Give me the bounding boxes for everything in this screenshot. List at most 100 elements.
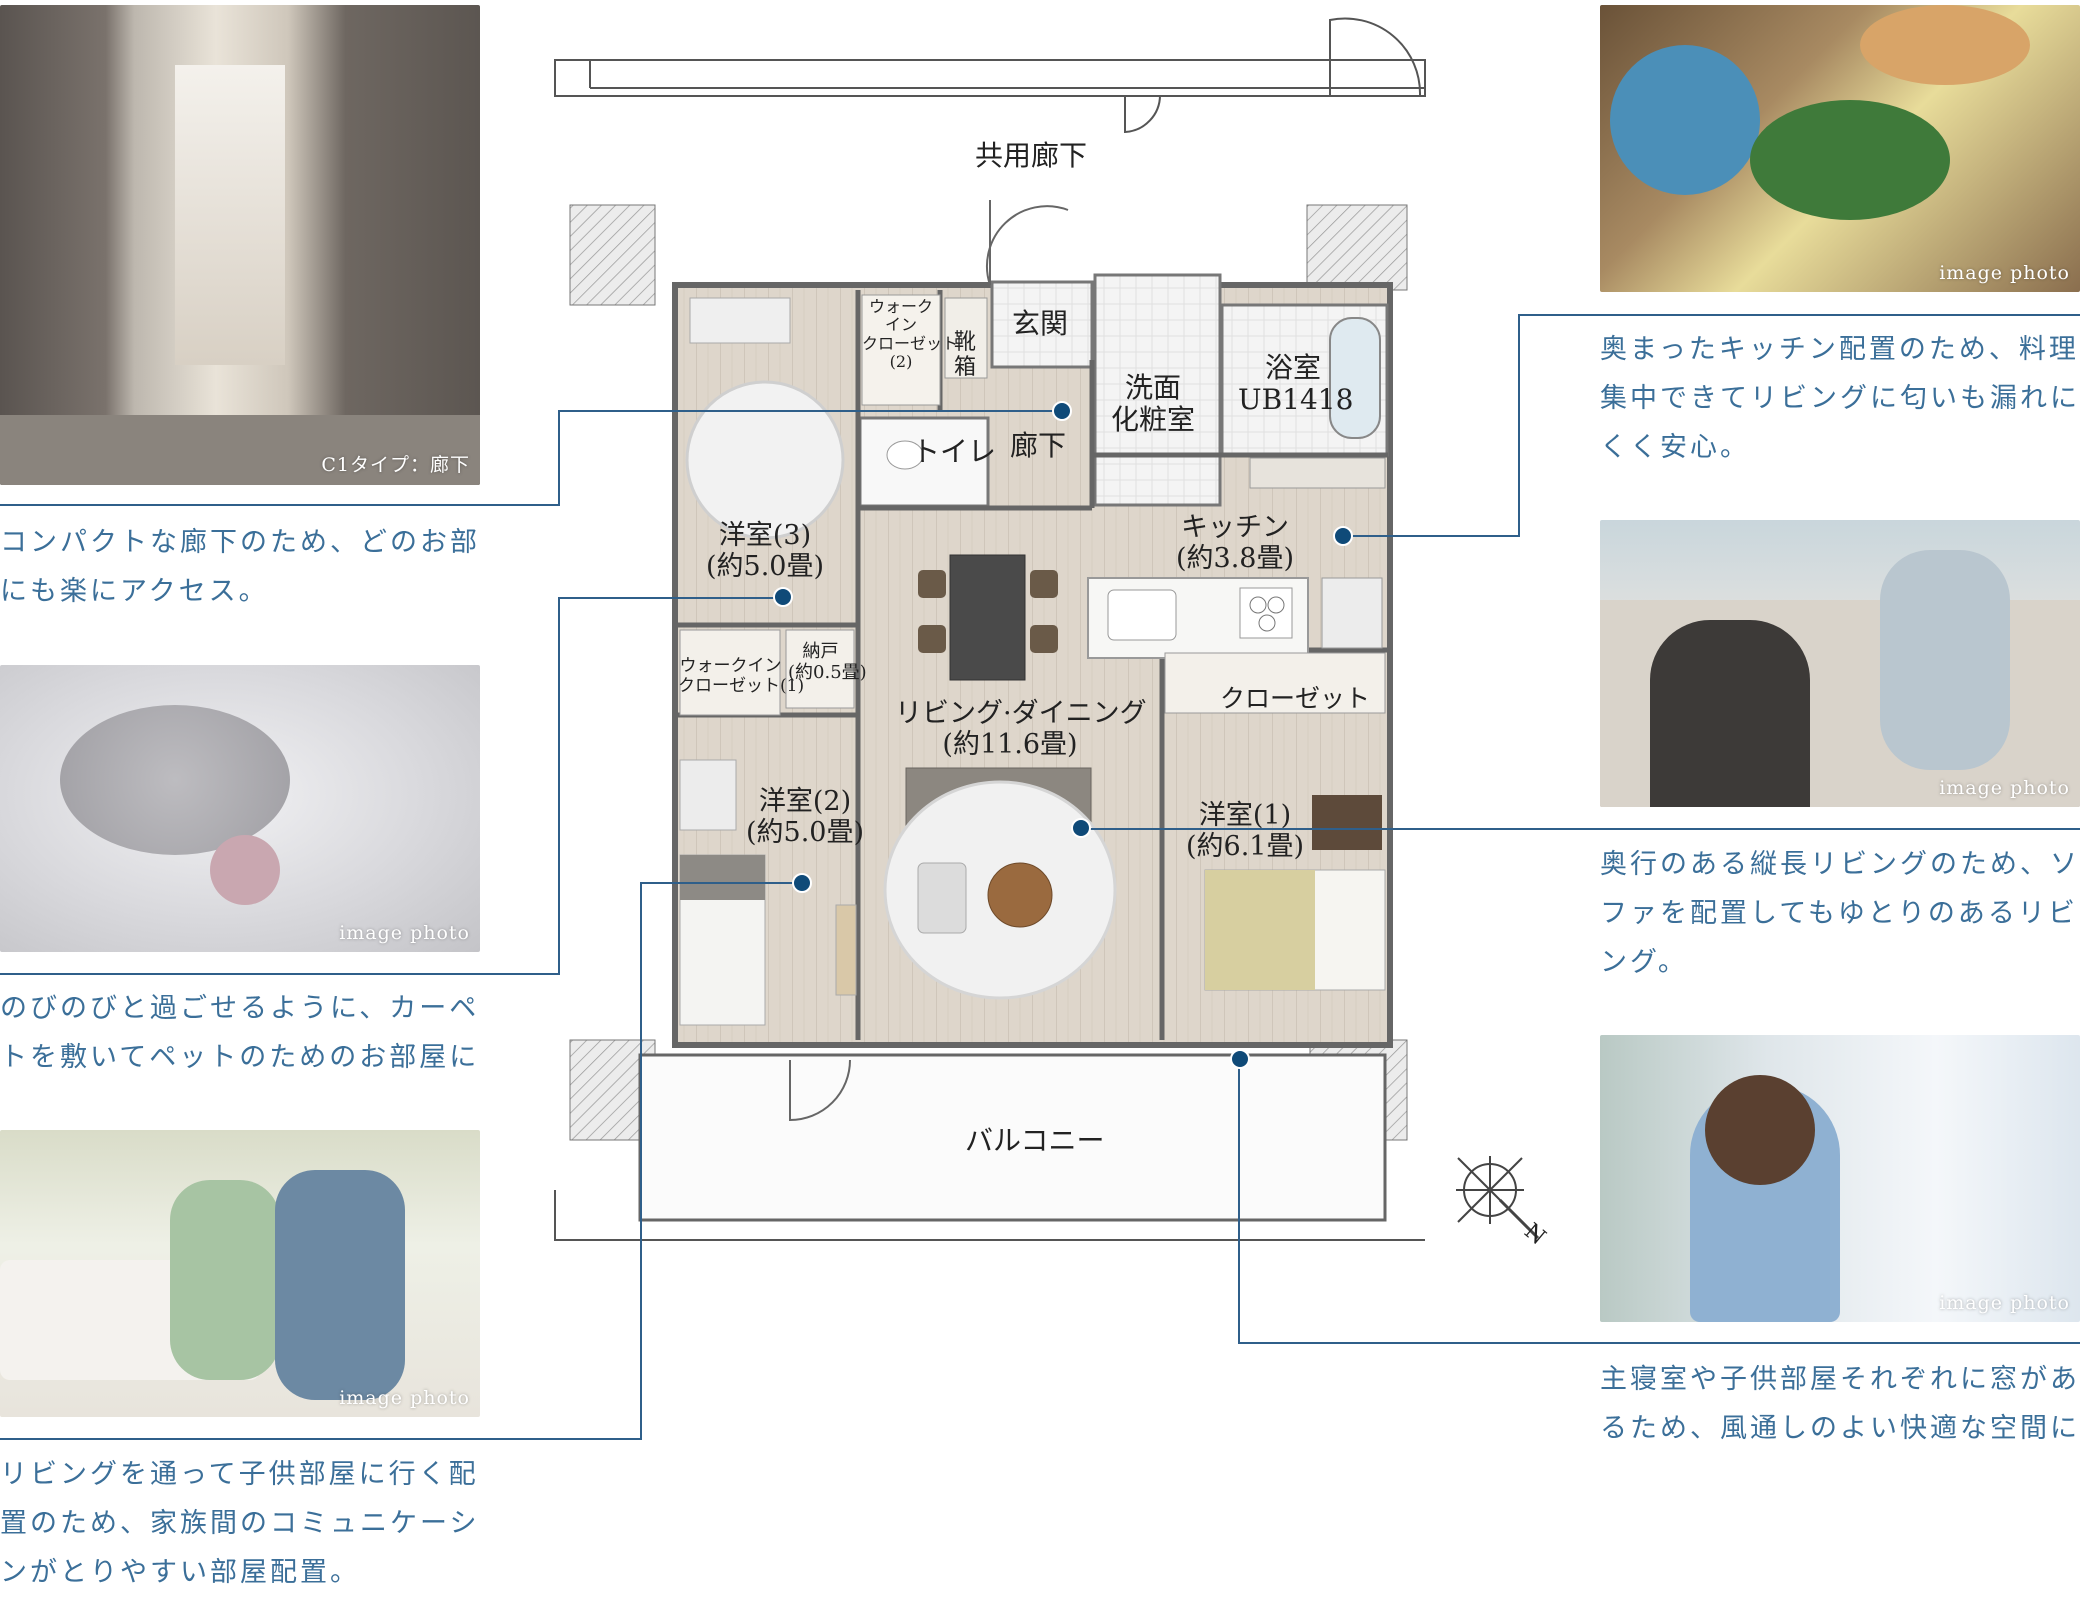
closet-label: クローゼット [1220,684,1371,713]
description-line: るため、風通しのよい快適な空間に。 [1600,1413,2080,1444]
walk-in-closet-2 [861,294,941,406]
dining-chair [918,625,946,653]
description-line: 奥行のある縦長リビングのため、ソ [1600,849,2080,880]
description-pet: のびのびと過ごせるように、カーペッ トを敷いてペットのためのお部屋に。 [0,984,480,1082]
person-mother [1880,550,2010,770]
entrance-label: 玄関 [1012,307,1069,340]
salad-bowl [1750,100,1950,220]
description-line: 主寝室や子供部屋それぞれに窓があ [1600,1364,2080,1395]
washroom-floor [1093,273,1222,507]
woman-photo: image photo [1600,1035,2080,1322]
description-line: トを敷いてペットのためのお部屋に。 [0,1042,480,1073]
room2-label: 洋室(2) (約5.0畳) [745,786,864,849]
cat-paw [210,835,280,905]
connector-corridor [0,504,560,506]
toilet-room [858,416,990,508]
closet-room1 [1164,652,1386,714]
hallway-room-view [175,65,285,365]
description-line: ンがとりやすい部屋配置。 [0,1557,360,1588]
description-line: 奥まったキッチン配置のため、料理に [1600,334,2080,365]
hotspot-windows[interactable] [1230,1049,1250,1069]
dining-chair [1030,570,1058,598]
interior-walls [678,290,1388,1040]
description-kids: リビングを通って子供部屋に行く配 置のため、家族間のコミュニケーショ ンがとりや… [0,1450,480,1597]
salad-plate [1610,45,1760,195]
hotspot-kids[interactable] [792,873,812,893]
description-line: のびのびと過ごせるように、カーペッ [0,993,480,1024]
dining-table [949,554,1026,681]
room1-desk [1312,795,1382,850]
kitchen-label: キッチン (約3.8畳) [1175,512,1294,575]
toilet-bowl [886,440,924,470]
connector-kids [640,882,642,1440]
common-corridor-label: 共用廊下 [975,139,1088,172]
family-photo: image photo [0,1130,480,1417]
description-line: 集中できてリビングに匂いも漏れに [1600,383,2080,414]
connector-kids [0,1438,642,1440]
room1-label: 洋室(1) (約6.1畳) [1185,800,1304,863]
connector-kitchen [1520,314,2080,316]
room3-label: 洋室(3) (約5.0畳) [705,520,824,583]
hotspot-corridor[interactable] [1052,401,1072,421]
room3-rug [685,380,845,540]
description-line: コンパクトな廊下のため、どのお部屋 [0,527,480,558]
column-ne [1306,204,1408,291]
description-line: ファを配置してもゆとりのあるリビ [1600,898,2078,929]
connector-kids [640,882,800,884]
description-line: ング。 [1600,947,1688,978]
toilet-label: トイレ [912,435,997,468]
coffee-table [987,862,1053,928]
photo-caption: image photo [1939,777,2070,799]
balcony-floor [638,1053,1387,1222]
room2-bed-headboard [680,855,765,900]
photo-caption: image photo [339,922,470,944]
person-hair [1705,1075,1815,1185]
walk-in-closet-1-label: ウォークイン クローゼット(1) [678,656,805,696]
person-father [275,1170,405,1400]
washroom-label: 洗面 化粧室 [1110,371,1195,437]
hotspot-pet[interactable] [773,587,793,607]
hotspot-living[interactable] [1071,818,1091,838]
cat-photo: image photo [0,665,480,952]
bathtub [1329,317,1381,439]
entrance-floor [990,280,1094,369]
corridor-rail [554,17,1426,134]
hotspot-kitchen[interactable] [1333,526,1353,546]
person-father [1650,620,1810,807]
description-line: にも楽にアクセス。 [0,576,269,607]
dining-chair [918,570,946,598]
connector-kitchen [1518,314,1520,537]
connector-corridor [558,410,560,506]
ottoman [917,862,967,934]
shoe-box-label: 靴 箱 [953,330,976,381]
compass-icon [1456,1156,1540,1240]
meal-photo: image photo [1600,5,2080,292]
photo-caption: image photo [339,1387,470,1409]
connector-pet [558,597,783,599]
photo-caption: image photo [1939,1292,2070,1314]
walk-in-closet-1 [679,629,781,716]
room3-desk [689,297,791,344]
bath-label: 浴室 UB1418 [1238,351,1354,417]
connector-pet [0,973,560,975]
dining-chair [1030,625,1058,653]
connector-living [1088,828,2080,830]
person-mother [170,1180,280,1380]
kitchen-stove [1239,587,1293,639]
connector-pet [558,597,560,975]
bookshelf [835,904,857,996]
entrance-door-arc [985,200,1069,286]
description-line: くく安心。 [1600,432,1750,463]
connector-kitchen [1345,535,1520,537]
room2-desk [679,759,737,831]
description-line: 置のため、家族間のコミュニケーショ [0,1508,480,1539]
photo-caption: C1タイプ：廊下 [321,454,470,476]
description-corridor: コンパクトな廊下のため、どのお部屋 にも楽にアクセス。 [0,518,480,616]
connector-windows [1238,1058,1240,1344]
connector-windows [1240,1342,2080,1344]
fridge [1321,577,1383,649]
cat-figure [60,705,290,855]
hallway-floor [0,415,480,485]
description-living: 奥行のある縦長リビングのため、ソ ファを配置してもゆとりのあるリビ ング。 [1600,840,2080,987]
photo-caption: image photo [1939,262,2070,284]
